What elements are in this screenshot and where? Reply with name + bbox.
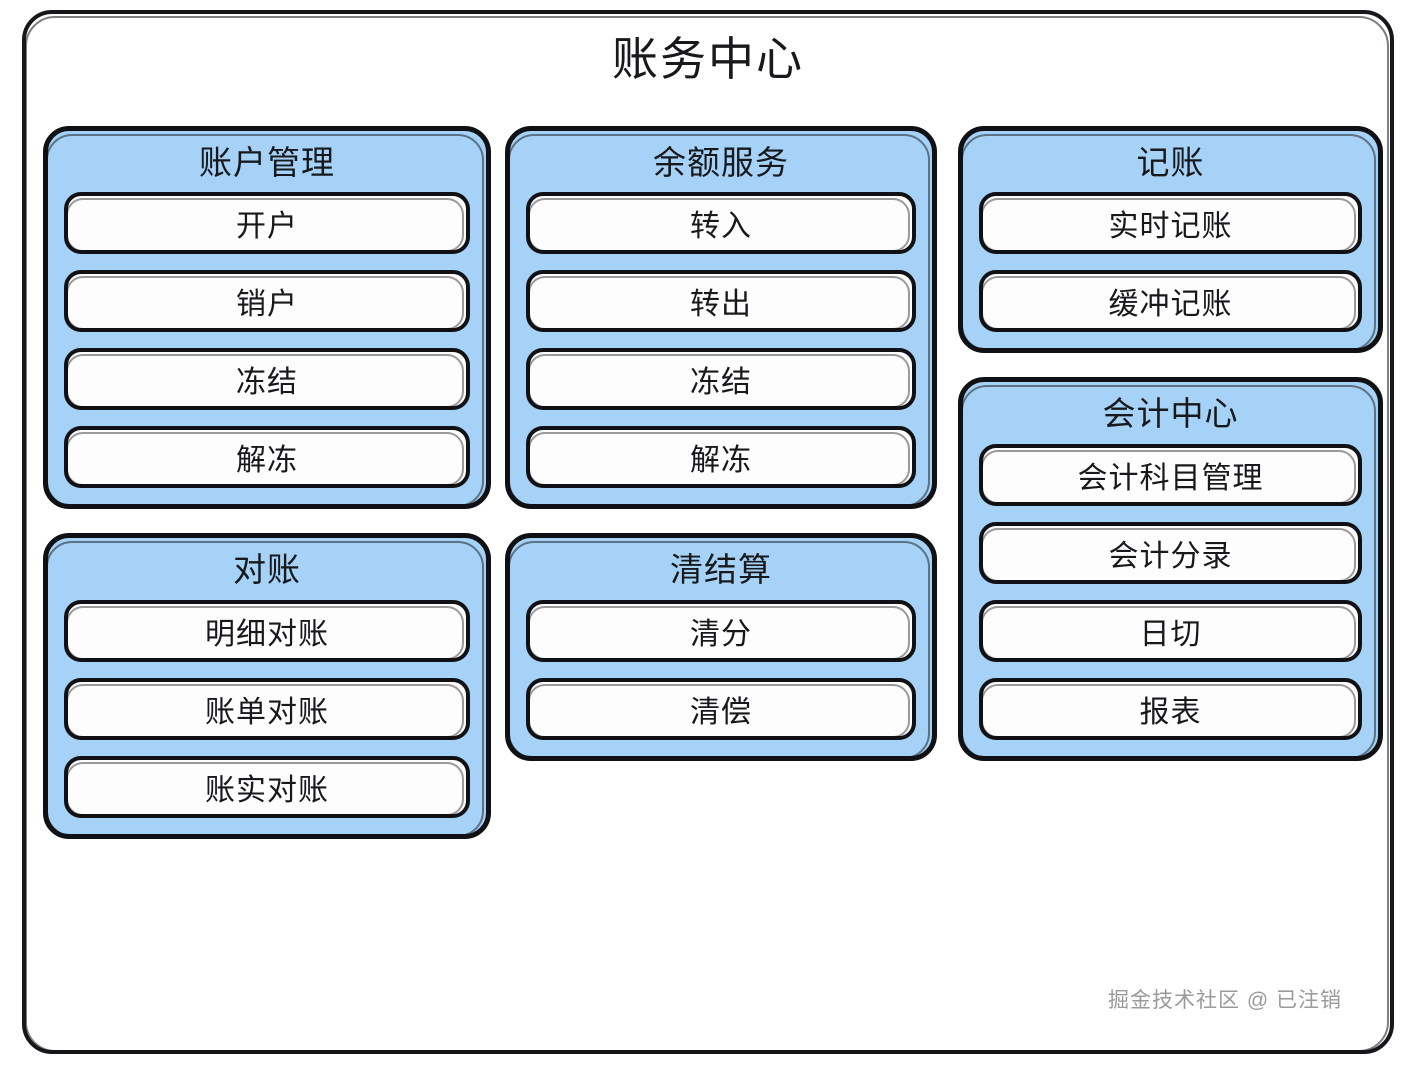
item-label: 开户 xyxy=(236,210,298,244)
item-card[interactable]: 开户 xyxy=(64,192,470,255)
group-item-list: 开户销户冻结解冻 xyxy=(64,192,470,489)
item-label: 账单对账 xyxy=(205,695,329,729)
item-label: 缓冲记账 xyxy=(1108,288,1233,322)
group-账户管理: 账户管理开户销户冻结解冻 xyxy=(43,126,491,510)
item-card[interactable]: 解冻 xyxy=(64,426,470,489)
group-会计中心: 会计中心会计科目管理会计分录日切报表 xyxy=(958,377,1383,761)
item-card[interactable]: 实时记账 xyxy=(979,192,1362,255)
group-title: 会计中心 xyxy=(1102,395,1239,433)
group-余额服务: 余额服务转入转出冻结解冻 xyxy=(505,126,937,510)
item-label: 冻结 xyxy=(690,366,752,400)
item-card[interactable]: 明细对账 xyxy=(64,599,470,662)
item-card[interactable]: 清偿 xyxy=(526,677,916,740)
item-card[interactable]: 会计分录 xyxy=(979,521,1362,584)
page-title: 账务中心 xyxy=(612,33,804,85)
group-title: 记账 xyxy=(1136,144,1205,181)
item-label: 明细对账 xyxy=(205,617,329,651)
group-title: 对账 xyxy=(233,551,301,589)
group-清结算: 清结算清分清偿 xyxy=(505,533,937,761)
item-card[interactable]: 账单对账 xyxy=(64,677,470,740)
group-对账: 对账明细对账账单对账账实对账 xyxy=(43,533,491,839)
column-left: 账户管理开户销户冻结解冻对账明细对账账单对账账实对账 xyxy=(43,126,491,1058)
item-card[interactable]: 账实对账 xyxy=(64,755,470,818)
item-card[interactable]: 清分 xyxy=(526,599,916,662)
group-item-list: 会计科目管理会计分录日切报表 xyxy=(979,443,1362,740)
item-label: 清分 xyxy=(690,617,752,651)
item-card[interactable]: 报表 xyxy=(979,677,1362,740)
group-item-list: 转入转出冻结解冻 xyxy=(526,192,916,489)
item-label: 会计分录 xyxy=(1108,539,1233,573)
item-card[interactable]: 转入 xyxy=(526,192,916,255)
item-label: 转出 xyxy=(690,288,752,322)
item-card[interactable]: 冻结 xyxy=(526,348,916,411)
item-label: 解冻 xyxy=(236,444,298,478)
item-card[interactable]: 缓冲记账 xyxy=(979,270,1362,333)
item-card[interactable]: 转出 xyxy=(526,270,916,333)
item-label: 清偿 xyxy=(690,695,752,729)
item-label: 日切 xyxy=(1139,617,1202,651)
diagram-frame: 账务中心 账户管理开户销户冻结解冻对账明细对账账单对账账实对账 余额服务转入转出… xyxy=(22,10,1394,1054)
item-label: 实时记账 xyxy=(1108,210,1233,244)
item-label: 报表 xyxy=(1139,695,1202,729)
diagram-board: 账户管理开户销户冻结解冻对账明细对账账单对账账实对账 余额服务转入转出冻结解冻清… xyxy=(26,126,1398,1058)
item-card[interactable]: 解冻 xyxy=(526,426,916,489)
item-card[interactable]: 会计科目管理 xyxy=(979,443,1362,506)
item-label: 销户 xyxy=(236,288,298,322)
item-label: 转入 xyxy=(690,210,752,244)
item-label: 账实对账 xyxy=(205,773,329,807)
column-middle: 余额服务转入转出冻结解冻清结算清分清偿 xyxy=(505,126,937,1058)
item-label: 会计科目管理 xyxy=(1077,461,1264,495)
group-item-list: 清分清偿 xyxy=(526,599,916,740)
item-label: 解冻 xyxy=(690,444,752,478)
item-label: 冻结 xyxy=(236,366,298,400)
group-item-list: 实时记账缓冲记账 xyxy=(979,192,1362,333)
group-title: 余额服务 xyxy=(653,144,789,181)
item-card[interactable]: 销户 xyxy=(64,270,470,333)
group-title: 账户管理 xyxy=(199,144,335,181)
item-card[interactable]: 冻结 xyxy=(64,348,470,411)
watermark: 掘金技术社区 @ 已注销 xyxy=(1108,989,1342,1012)
group-title: 清结算 xyxy=(670,551,772,589)
group-item-list: 明细对账账单对账账实对账 xyxy=(64,599,470,818)
group-记账: 记账实时记账缓冲记账 xyxy=(958,126,1383,354)
column-right: 记账实时记账缓冲记账会计中心会计科目管理会计分录日切报表 xyxy=(958,126,1383,1058)
item-card[interactable]: 日切 xyxy=(979,599,1362,662)
